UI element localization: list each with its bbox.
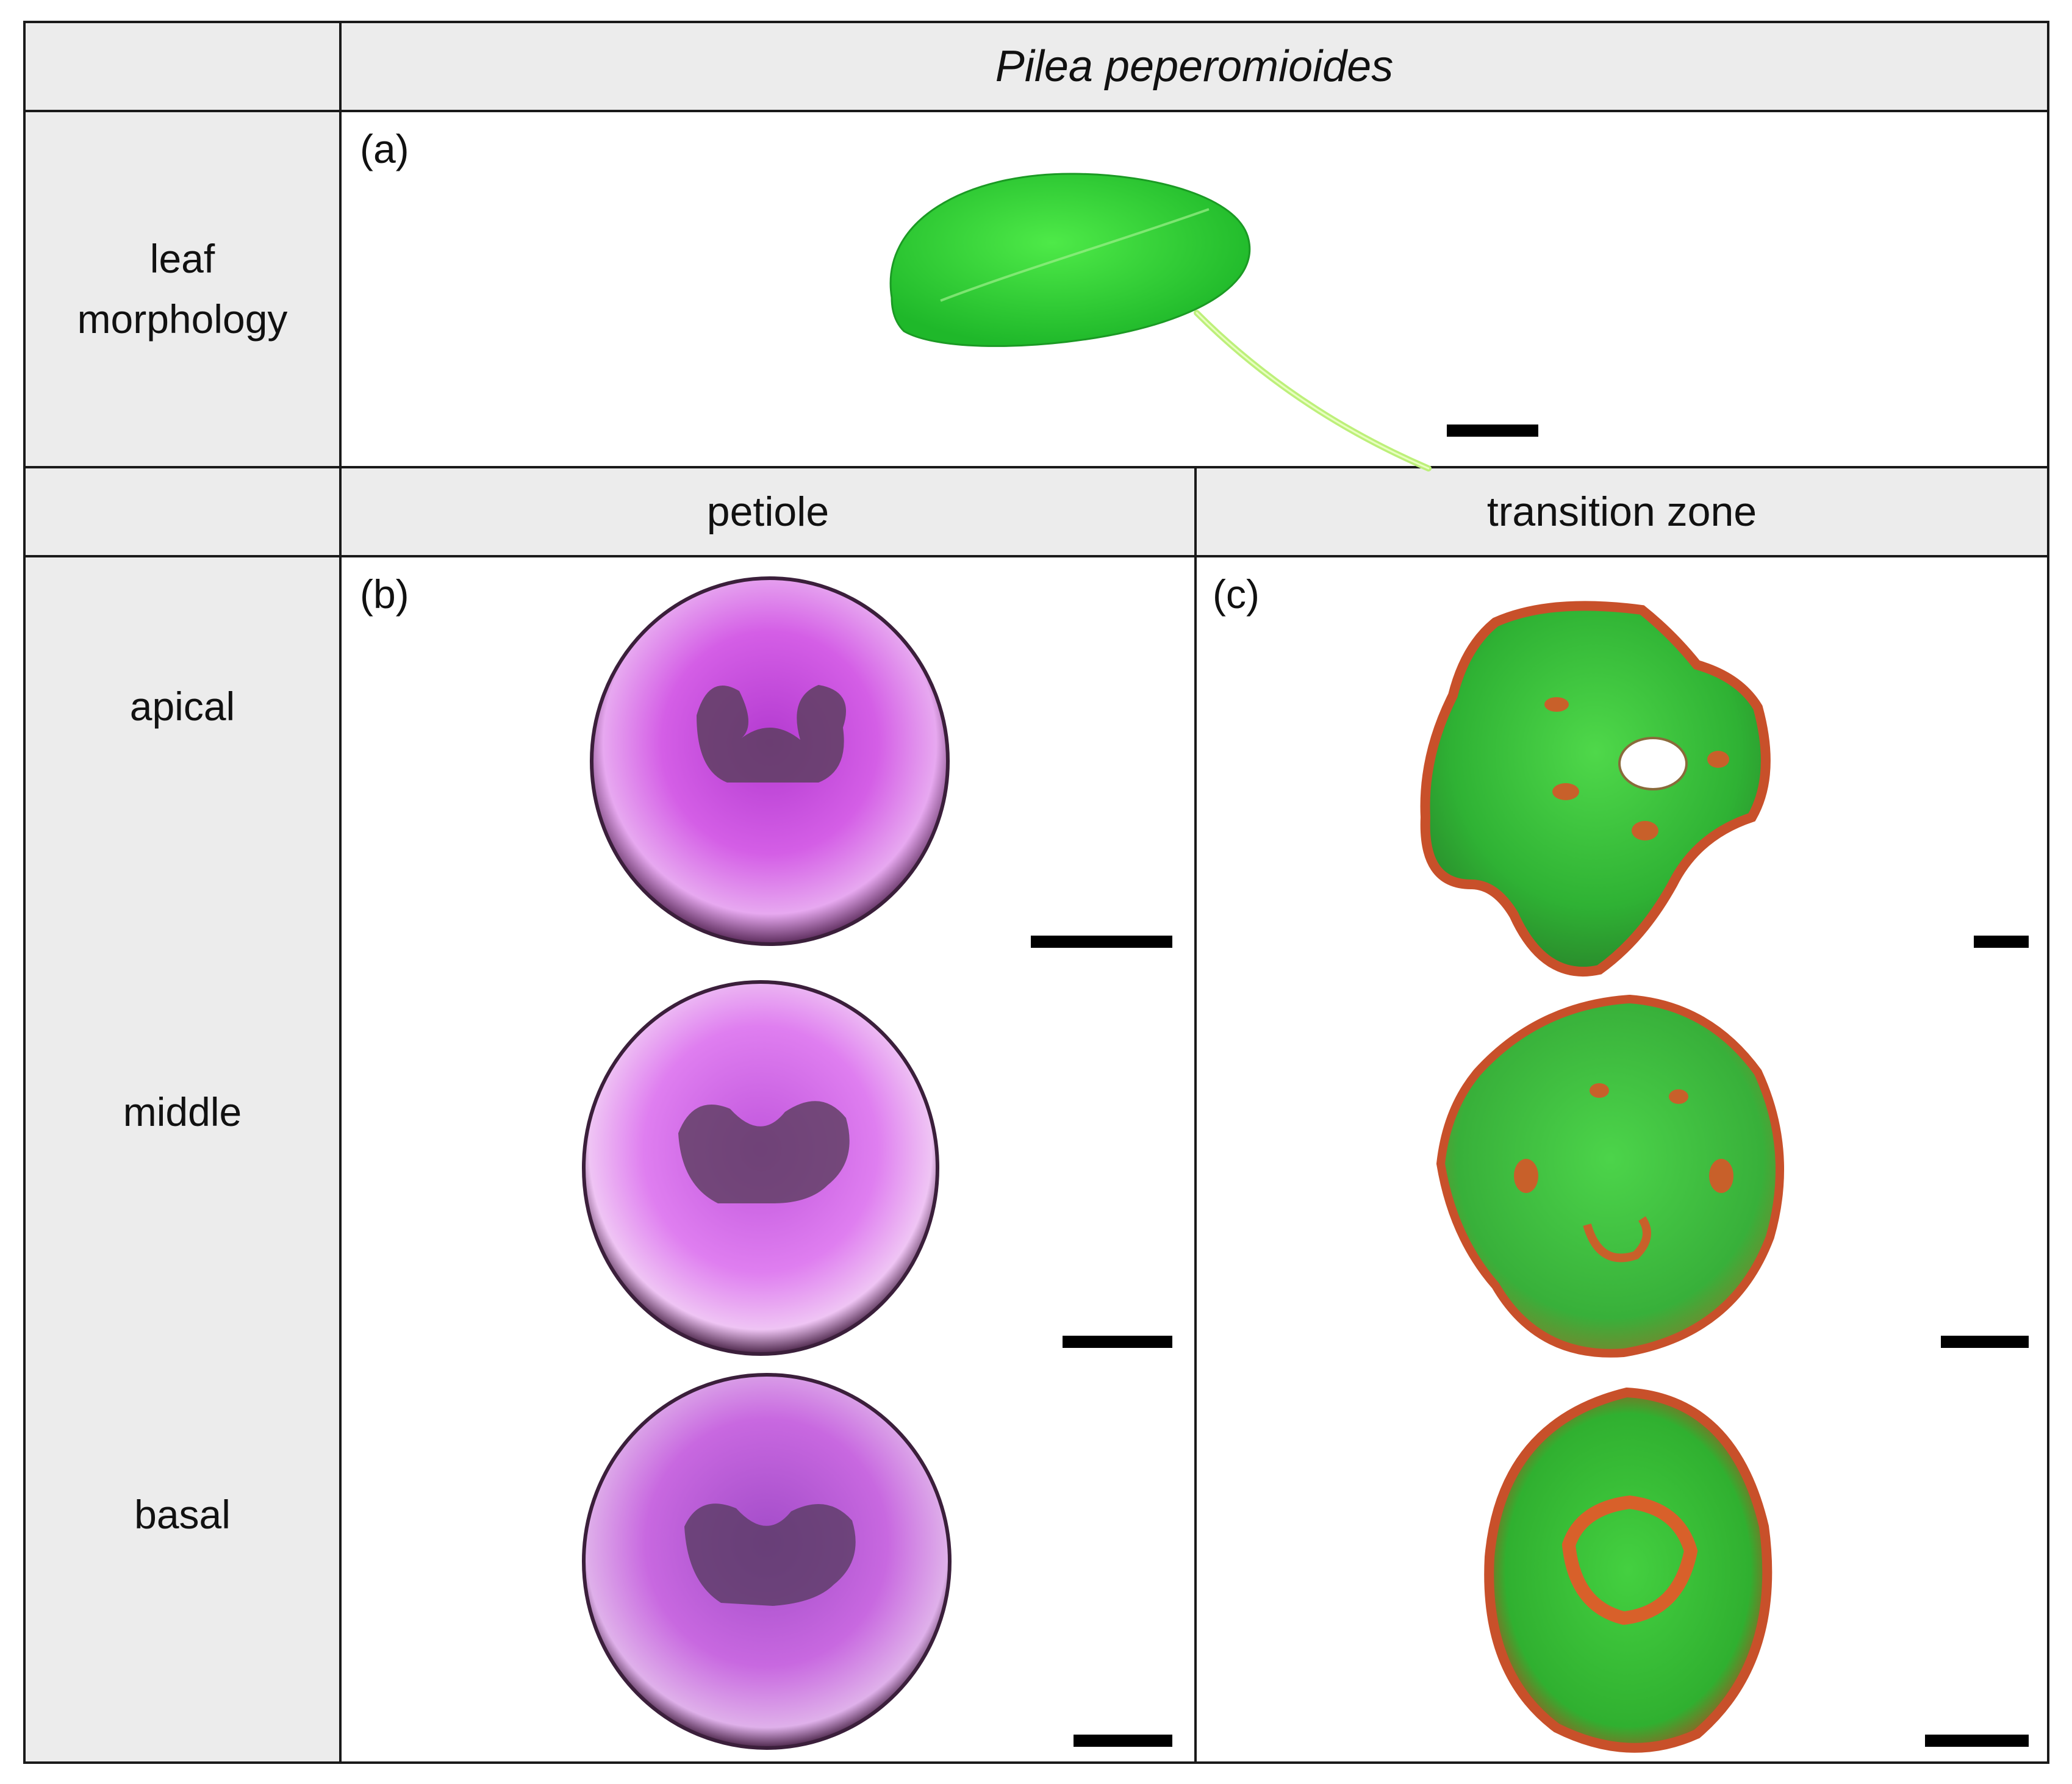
scale-bar-c-middle bbox=[1941, 1336, 2029, 1348]
petiole-header-cell: petiole bbox=[342, 468, 1194, 555]
petiole-section-apical bbox=[590, 576, 950, 946]
row-label-middle: middle bbox=[123, 1089, 242, 1134]
row-label-basal: basal bbox=[134, 1491, 231, 1537]
row-label-apical: apical bbox=[129, 683, 235, 729]
column-label-transition-zone: transition zone bbox=[1486, 489, 1757, 535]
row-label-middle-cell: middle bbox=[26, 1075, 339, 1148]
corner-cell-top bbox=[26, 23, 339, 110]
grid-line bbox=[26, 110, 2047, 112]
leaf-morphology-label-cell: leaf morphology bbox=[26, 112, 339, 466]
scale-bar-b-apical bbox=[1031, 936, 1172, 948]
transition-section-basal bbox=[1484, 1387, 1773, 1753]
species-title: Pilea peperomioides bbox=[995, 42, 1394, 91]
grid-line bbox=[26, 555, 2047, 557]
petiole-section-middle bbox=[582, 980, 939, 1356]
transition-section-middle bbox=[1436, 994, 1784, 1358]
row-label-column bbox=[26, 557, 339, 1761]
scale-bar-b-middle bbox=[1063, 1336, 1172, 1348]
grid-line bbox=[339, 23, 342, 1761]
panel-label-c: (c) bbox=[1213, 571, 1260, 617]
row-label-apical-cell: apical bbox=[26, 670, 339, 743]
scale-bar-b-basal bbox=[1074, 1735, 1172, 1747]
panel-label-a: (a) bbox=[360, 126, 409, 171]
scale-bar-a bbox=[1447, 425, 1538, 437]
column-label-petiole: petiole bbox=[706, 489, 830, 535]
transition-section-apical bbox=[1420, 601, 1771, 977]
grid-line bbox=[26, 466, 2047, 468]
scale-bar-c-apical bbox=[1974, 936, 2029, 948]
grid-line bbox=[1194, 468, 1197, 1761]
transition-zone-header-cell: transition zone bbox=[1197, 468, 2047, 555]
leaf-image bbox=[889, 173, 1432, 471]
corner-cell-middle bbox=[26, 468, 339, 555]
petiole-section-basal bbox=[582, 1373, 952, 1750]
row-label-leaf-morphology: leaf morphology bbox=[77, 236, 288, 342]
panel-label-b: (b) bbox=[360, 571, 409, 617]
figure-table: Pilea peperomioides leaf morphology peti… bbox=[23, 21, 2049, 1764]
species-header-cell: Pilea peperomioides bbox=[342, 23, 2047, 110]
scale-bar-c-basal bbox=[1925, 1735, 2029, 1747]
row-label-basal-cell: basal bbox=[26, 1478, 339, 1551]
